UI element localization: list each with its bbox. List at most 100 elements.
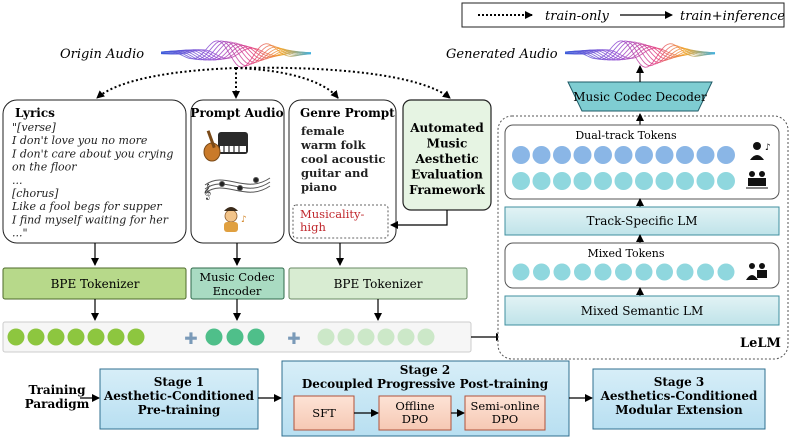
lyrics-line: I don't care about you crying xyxy=(11,147,173,160)
input-token xyxy=(247,328,265,346)
training-paradigm-label: Paradigm xyxy=(25,397,90,411)
band-icon xyxy=(746,171,768,189)
vocal-token xyxy=(553,146,571,164)
mixed-token xyxy=(635,263,653,281)
mixed-token xyxy=(717,263,735,281)
guitar-piano-icon xyxy=(203,130,248,162)
musicality-label: high xyxy=(300,220,326,234)
singer-icon: ♪ xyxy=(750,142,771,160)
lyrics-line: Like a fool begs for supper xyxy=(11,200,162,213)
stage1-text: Stage 1 xyxy=(154,375,205,389)
plus-icon: ✚ xyxy=(184,329,197,348)
accompaniment-token xyxy=(532,172,551,190)
accompaniment-token xyxy=(512,172,530,190)
input-token xyxy=(47,328,65,346)
input-token xyxy=(357,328,375,346)
stage2-step-box xyxy=(464,395,546,431)
input-token xyxy=(317,328,335,346)
accompaniment-token xyxy=(717,172,735,190)
origin-waveform-icon xyxy=(160,40,312,68)
vocal-token xyxy=(532,146,551,164)
stage2-step-label: DPO xyxy=(402,412,428,426)
vocal-token xyxy=(717,146,735,164)
generated-waveform-icon xyxy=(564,40,716,68)
input-token xyxy=(27,328,45,346)
input-token xyxy=(226,328,244,346)
accompaniment-token xyxy=(594,172,612,190)
accompaniment-token xyxy=(635,172,653,190)
accompaniment-token xyxy=(655,172,674,190)
bpe-tokenizer-right-label: BPE Tokenizer xyxy=(334,277,423,291)
generated-audio-label: Generated Audio xyxy=(446,47,558,62)
prompt-audio-title: Prompt Audio xyxy=(190,106,283,120)
stage2-text: Decoupled Progressive Post-training xyxy=(302,377,549,391)
stage2-step-label: Offline xyxy=(395,399,434,413)
stage3-box xyxy=(592,368,766,430)
genre-line: female xyxy=(301,124,345,138)
vocal-token xyxy=(614,146,633,164)
plus-icon: ✚ xyxy=(287,329,300,348)
vocal-token xyxy=(512,146,530,164)
legend-train-inference: train+inference xyxy=(680,9,785,24)
genre-line: guitar and xyxy=(301,166,368,180)
vocal-token xyxy=(573,146,592,164)
origin-audio-label: Origin Audio xyxy=(60,47,144,62)
aesthetic-eval-line: Framework xyxy=(409,183,485,197)
music-notes-icon: 𝄞 xyxy=(203,177,271,200)
lelm-label: LeLM xyxy=(740,336,781,351)
accompaniment-token xyxy=(573,172,592,190)
stage3-text: Stage 3 xyxy=(654,375,705,389)
lyrics-line: on the floor xyxy=(12,161,77,174)
stage1-box xyxy=(99,368,259,430)
input-token xyxy=(377,328,395,346)
dual-track-tokens-label: Dual-track Tokens xyxy=(575,129,677,142)
svg-text:♪: ♪ xyxy=(765,143,771,153)
lyrics-box: Lyrics "[verse]I don't love you no moreI… xyxy=(2,99,187,244)
musicality-tag xyxy=(292,204,389,239)
lyrics-title: Lyrics xyxy=(15,106,55,120)
track-specific-lm-label: Track-Specific LM xyxy=(586,214,697,228)
mixed-token xyxy=(533,263,550,281)
input-token xyxy=(7,328,25,346)
input-token xyxy=(67,328,85,346)
vocal-token xyxy=(655,146,674,164)
stage2-step-label: Semi-online xyxy=(470,399,539,413)
svg-text:𝄞: 𝄞 xyxy=(203,184,211,200)
genre-line: piano xyxy=(301,180,337,194)
mixed-token xyxy=(615,263,632,281)
mixed-semantic-lm xyxy=(504,295,780,326)
music-codec-decoder xyxy=(567,81,713,112)
aesthetic-eval-line: Aesthetic xyxy=(414,152,478,166)
lyrics-line: ..." xyxy=(12,227,28,240)
legend-train-only: train-only xyxy=(545,9,609,24)
lyrics-line: [chorus] xyxy=(12,187,59,200)
stage3-text: Aesthetics-Conditioned xyxy=(600,389,758,403)
mixed-token xyxy=(676,263,694,281)
aesthetic-eval-box: AutomatedMusicAestheticEvaluationFramewo… xyxy=(402,99,492,211)
input-token xyxy=(397,328,415,346)
input-token xyxy=(417,328,435,346)
genre-line: warm folk xyxy=(300,138,367,152)
mixed-token xyxy=(697,263,714,281)
input-token xyxy=(107,328,125,346)
training-paradigm-label: Training xyxy=(28,383,86,397)
box-to-tokenizer-arrows xyxy=(91,243,344,266)
stage2-step-box xyxy=(293,395,355,431)
svg-text:♪: ♪ xyxy=(241,215,247,225)
mixed-token xyxy=(553,263,571,281)
train-only-arrows xyxy=(96,66,451,99)
lyrics-line: ... xyxy=(12,174,23,187)
aesthetic-eval-line: Automated xyxy=(409,121,484,135)
aesthetic-eval-line: Music xyxy=(427,137,468,151)
accompaniment-token xyxy=(614,172,633,190)
vocal-token xyxy=(676,146,694,164)
stage3-text: Modular Extension xyxy=(615,403,743,417)
stage1-text: Aesthetic-Conditioned xyxy=(103,389,255,403)
eval-to-genre-arrow xyxy=(390,210,448,229)
vocal-token xyxy=(635,146,653,164)
accompaniment-token xyxy=(553,172,571,190)
lyrics-line: "[verse] xyxy=(12,121,56,134)
track-specific-lm xyxy=(504,206,780,236)
musicality-label: Musicality- xyxy=(300,207,365,221)
